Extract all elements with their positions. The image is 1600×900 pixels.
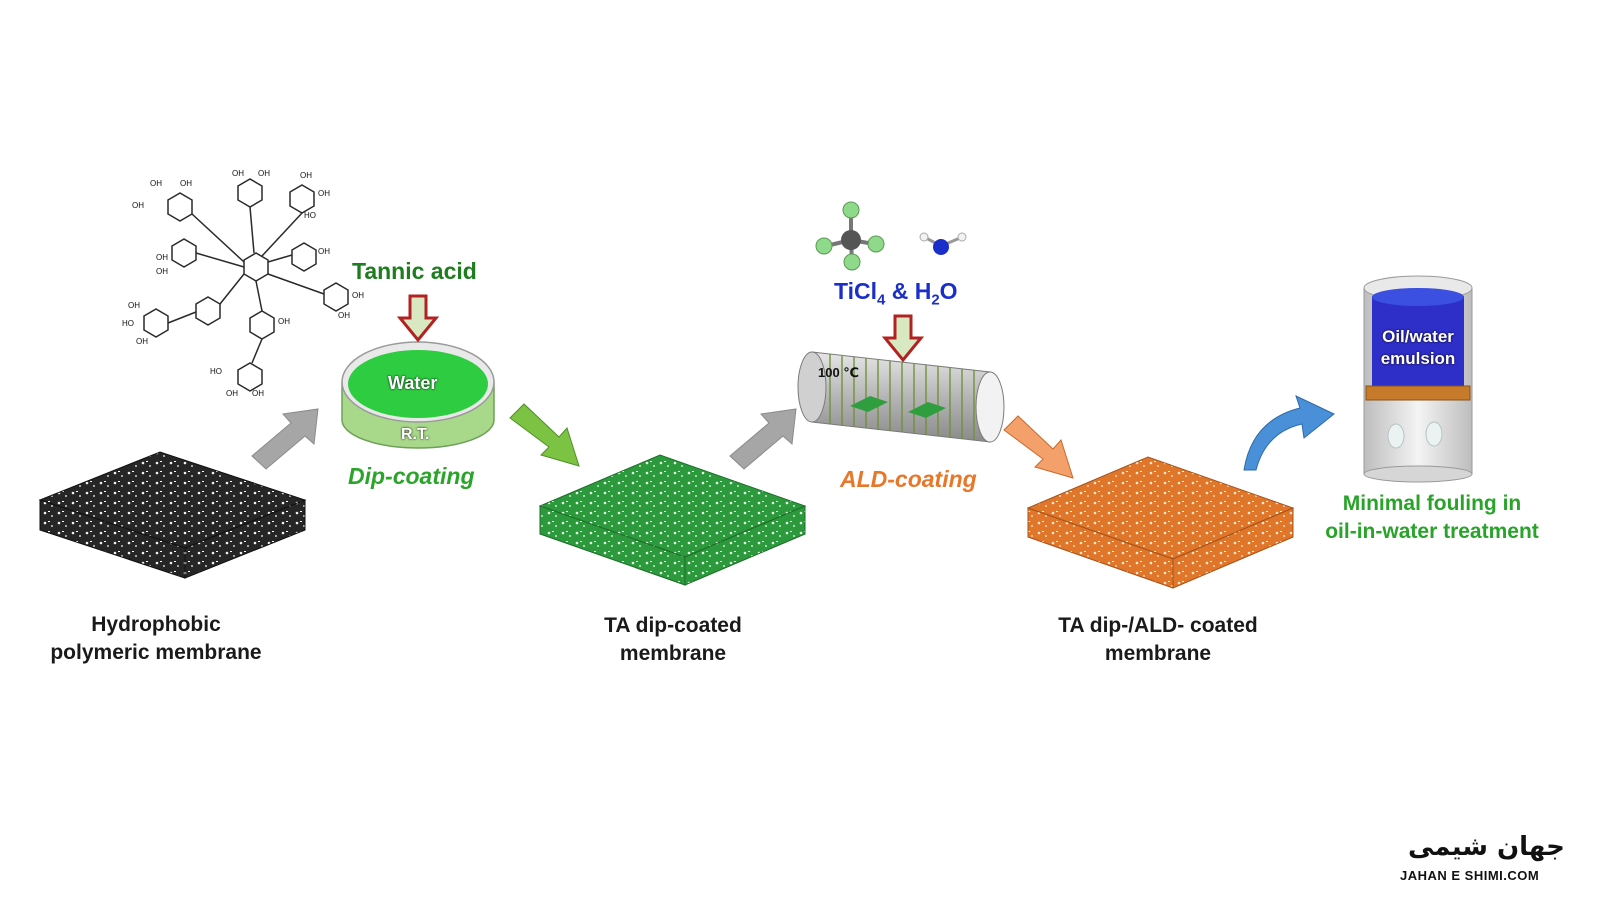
svg-text:OH: OH	[132, 201, 144, 210]
svg-text:OH: OH	[180, 179, 192, 188]
ald-reactor-icon	[797, 351, 1005, 443]
blue-curved-arrow	[1243, 395, 1335, 471]
svg-text:HO: HO	[210, 367, 222, 376]
svg-text:OH: OH	[318, 247, 330, 256]
dip-bath-icon	[341, 341, 495, 449]
bath-temperature-label: R.T.	[401, 426, 430, 443]
hydrophobic-membrane	[38, 451, 307, 579]
svg-text:OH: OH	[258, 169, 270, 178]
svg-text:OH: OH	[156, 267, 168, 276]
reactor-temperature-label: 100 ℃	[818, 365, 860, 380]
svg-text:HO: HO	[122, 319, 134, 328]
ticl4-molecule-icon	[815, 201, 885, 271]
gray-arrow-2	[729, 408, 797, 470]
svg-text:OH: OH	[300, 171, 312, 180]
dip-coating-label: Dip-coating	[348, 463, 475, 489]
bath-water-label: Water	[388, 373, 438, 393]
svg-text:OH: OH	[226, 389, 238, 398]
svg-text:OH: OH	[352, 291, 364, 300]
red-down-arrow-1	[396, 294, 440, 343]
red-down-arrow-2	[881, 314, 925, 363]
precursor-label: TiCl4 & H2O	[834, 278, 958, 309]
svg-text:OH: OH	[128, 301, 140, 310]
ta-membrane-caption: TA dip-coated membrane	[604, 614, 742, 665]
svg-text:OH: OH	[252, 389, 264, 398]
svg-text:OH: OH	[318, 189, 330, 198]
watermark-logo-fa: جهان شیمی	[1408, 832, 1565, 862]
outcome-label: Minimal fouling in oil-in-water treatmen…	[1325, 492, 1539, 543]
initial-membrane-caption: Hydrophobic polymeric membrane	[50, 613, 262, 664]
emulsion-cell-icon	[1363, 275, 1473, 483]
svg-text:HO: HO	[304, 211, 316, 220]
orange-arrow	[1003, 415, 1074, 479]
svg-text:OH: OH	[156, 253, 168, 262]
gray-arrow-1	[251, 408, 319, 470]
svg-text:OH: OH	[338, 311, 350, 320]
tannic-acid-structure-icon	[143, 178, 349, 392]
svg-text:OH: OH	[232, 169, 244, 178]
emulsion-label: Oil/water emulsion	[1380, 327, 1456, 368]
tannic-acid-label: Tannic acid	[352, 258, 477, 284]
green-arrow	[509, 403, 580, 467]
ald-coating-label: ALD-coating	[840, 466, 977, 492]
svg-text:OH: OH	[150, 179, 162, 188]
watermark-logo-en: JAHAN E SHIMI.COM	[1400, 868, 1540, 883]
svg-text:OH: OH	[278, 317, 290, 326]
water-molecule-icon	[919, 232, 967, 255]
ta-ald-coated-membrane	[1026, 456, 1295, 589]
ta-dip-coated-membrane	[538, 454, 807, 586]
svg-text:OH: OH	[136, 337, 148, 346]
ald-membrane-caption: TA dip-/ALD- coated membrane	[1058, 614, 1258, 665]
